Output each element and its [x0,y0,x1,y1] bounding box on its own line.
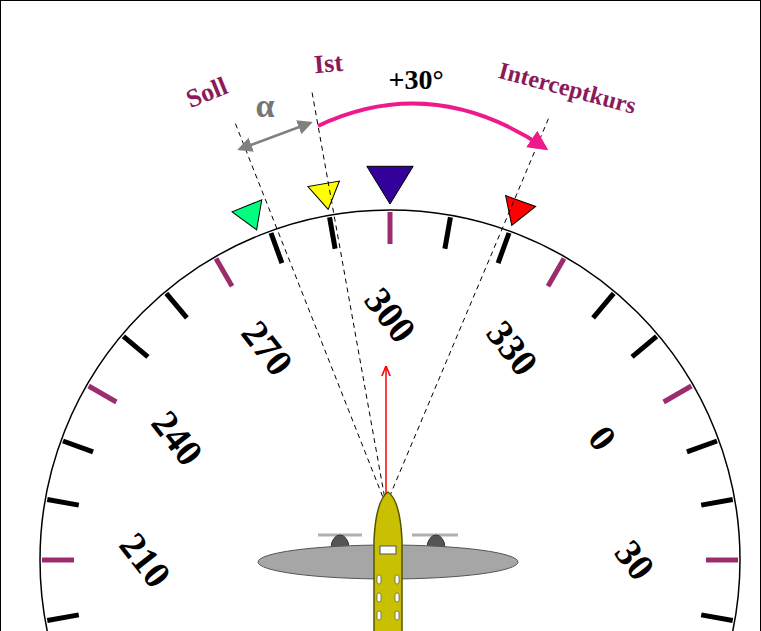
turn-arrow [318,104,545,148]
major-tick [664,386,692,402]
minor-tick [47,500,79,506]
minor-tick [687,441,717,452]
heading-bug [497,196,536,231]
turn-amount: +30° [388,66,443,94]
compass-number: 270 [235,314,300,382]
compass-number: 30 [608,533,661,586]
aircraft [258,492,518,631]
major-tick [216,259,232,287]
heading-bug [367,166,413,204]
soll-label: Soll [183,73,232,113]
compass-number: 240 [145,403,210,471]
heading-bugs [232,166,536,236]
minor-tick [166,293,187,318]
compass-arc [40,210,740,631]
angle-symbol: α [256,89,275,123]
compass-number: 210 [112,526,177,594]
soll-line [234,120,386,505]
major-tick [388,212,393,244]
compass-number: 300 [357,281,422,349]
bearing-lines [234,92,550,505]
minor-tick [701,615,733,621]
major-tick [42,558,74,563]
heading-bug [308,181,344,212]
minor-tick [445,217,451,249]
minor-tick [498,233,509,263]
minor-tick [271,233,282,263]
compass-number: 330 [480,314,545,382]
ist-label: Ist [312,50,343,78]
minor-tick [632,336,657,357]
minor-tick [593,293,614,318]
major-tick [89,386,117,402]
angle-arrow [240,123,310,149]
major-tick [548,259,564,287]
minor-tick [330,217,336,249]
minor-tick [123,336,148,357]
heading-arrow [385,368,387,500]
major-tick [706,558,738,563]
heading-bug [232,200,271,236]
intercept-label: Interceptkurs [496,58,638,118]
minor-tick [47,615,79,621]
minor-tick [701,500,733,506]
compass-number: 0 [581,418,623,456]
minor-tick [63,441,93,452]
